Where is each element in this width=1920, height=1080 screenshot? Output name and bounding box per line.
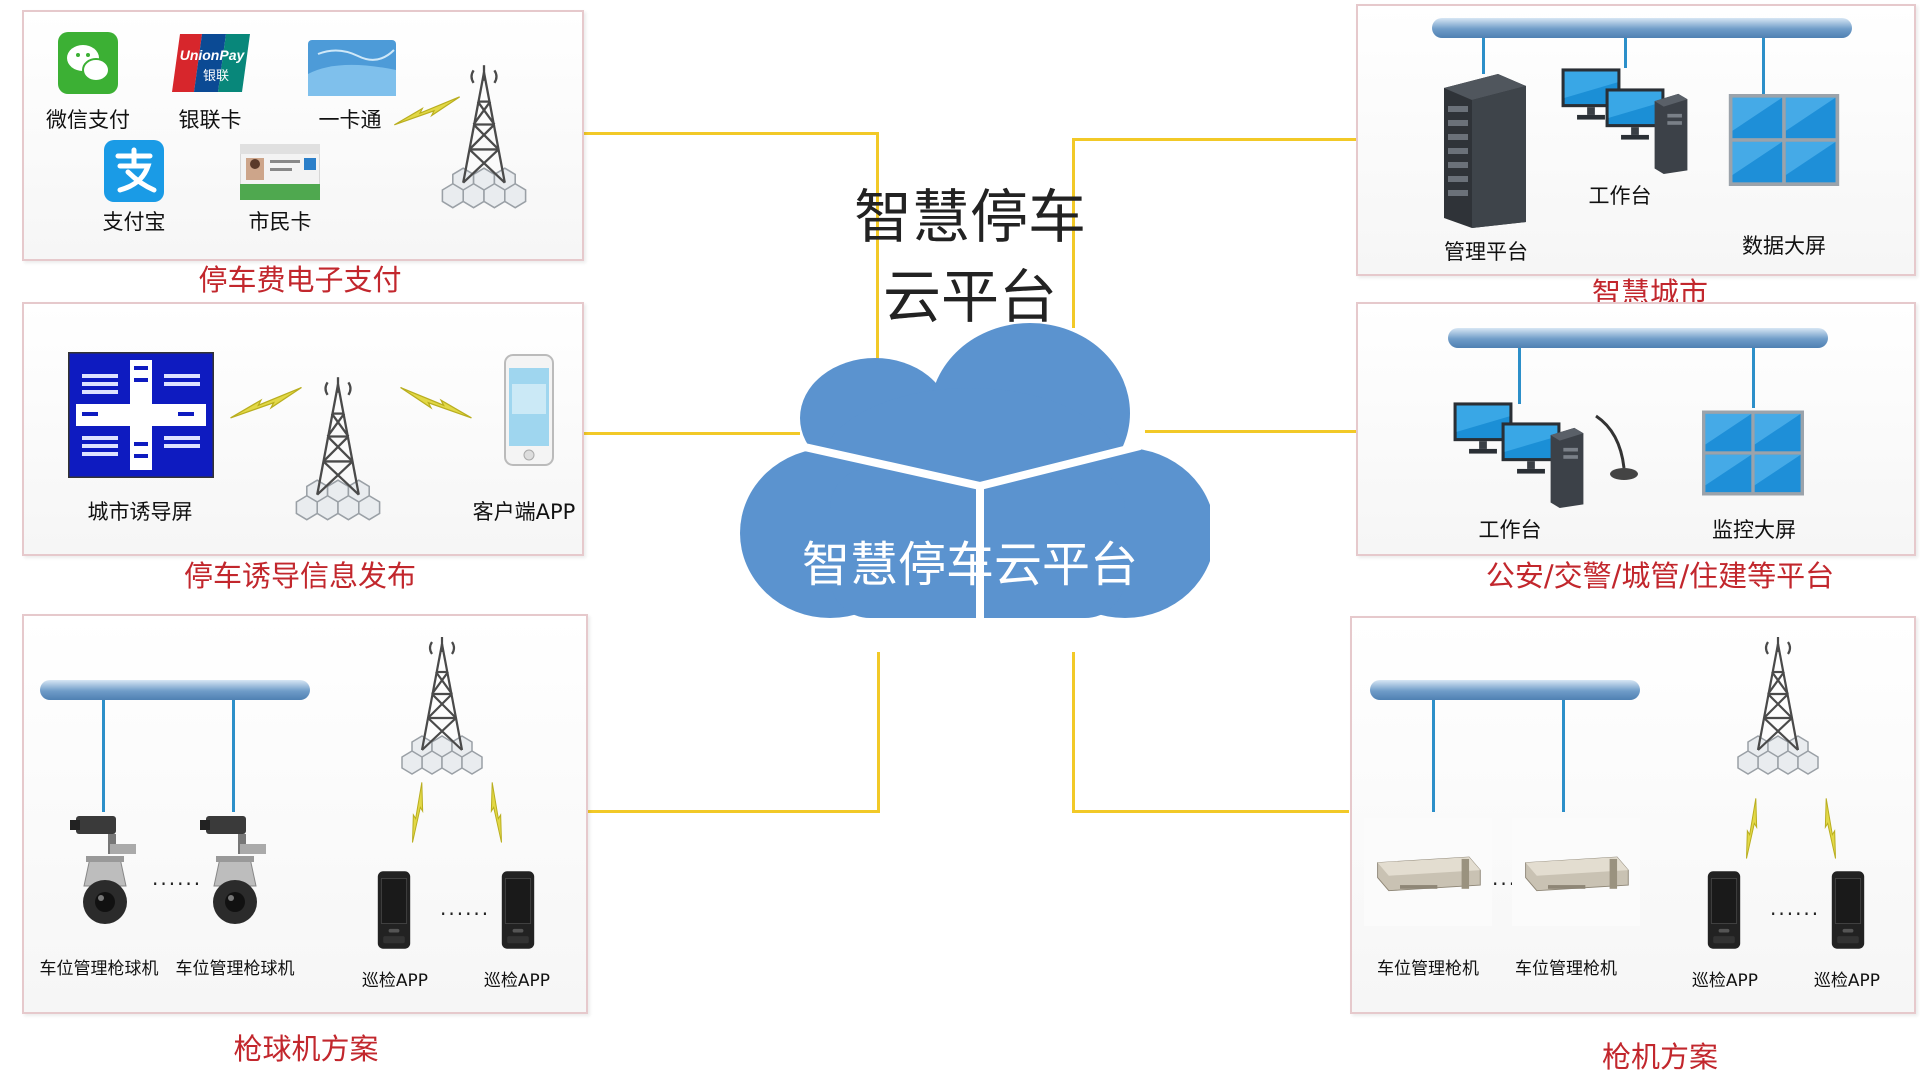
monitoring-big-screen-label: 监控大屏 — [1712, 518, 1796, 542]
transit-card-label: 一卡通 — [318, 108, 382, 132]
center-title-line1: 智慧停车 — [853, 183, 1086, 251]
city-guidance-screen-icon — [68, 352, 214, 478]
smartcity-drop-1 — [1482, 38, 1485, 74]
unionpay-cn-text: 银联 — [203, 69, 229, 84]
police-platform-title: 公安/交警/城管/住建等平台 — [1485, 559, 1835, 593]
connector-payment-h — [582, 132, 878, 135]
dome-camera-2-label: 车位管理枪球机 — [175, 959, 295, 979]
server-rack-icon — [1442, 72, 1528, 228]
guidance-title: 停车诱导信息发布 — [183, 559, 416, 593]
dome-bus-drop-1 — [102, 700, 105, 812]
dome-camera-1-icon — [70, 810, 140, 934]
bullet-camera-2-label: 车位管理枪机 — [1515, 959, 1617, 979]
connector-dome-h — [588, 810, 880, 813]
city-guidance-screen-label: 城市诱导屏 — [87, 500, 193, 524]
connector-smartcity-h — [1072, 138, 1357, 141]
connector-bullet-v — [1072, 652, 1075, 812]
unionpay-label: 银联卡 — [178, 108, 242, 132]
connector-police — [1145, 430, 1357, 433]
connector-bullet-h — [1072, 810, 1349, 813]
bullet-drop-1 — [1432, 700, 1435, 812]
data-big-screen-icon — [1724, 94, 1844, 186]
bullet-drop-2 — [1562, 700, 1565, 812]
police-pc-tower-icon — [1546, 426, 1588, 508]
smartcity-network-bus — [1432, 18, 1852, 38]
cloud-icon — [740, 318, 1210, 648]
connector-payment-v — [876, 132, 879, 362]
bullet-device-1-label: 巡检APP — [1691, 971, 1759, 991]
payment-tower-icon — [432, 60, 536, 216]
police-workstation-label: 工作台 — [1478, 518, 1542, 542]
dome-device-2-label: 巡检APP — [483, 971, 551, 991]
bullet-camera-1-label: 车位管理枪机 — [1377, 959, 1479, 979]
connector-smartcity-v — [1072, 138, 1075, 328]
smartcity-drop-3 — [1762, 38, 1765, 94]
dome-camera-ellipsis: ...... — [152, 866, 203, 890]
center-title-line2: 云平台 — [882, 263, 1057, 331]
dome-camera-1-label: 车位管理枪球机 — [39, 959, 159, 979]
unionpay-icon: UnionPay 银联 — [172, 34, 250, 92]
wechat-pay-label: 微信支付 — [46, 108, 130, 132]
smartcity-drop-2 — [1624, 38, 1627, 68]
bullet-device-ellipsis: ...... — [1770, 896, 1821, 920]
alipay-label: 支付宝 — [102, 210, 166, 234]
bullet-network-bus — [1370, 680, 1640, 700]
monitoring-big-screen-icon — [1702, 410, 1804, 496]
dome-device-1-label: 巡检APP — [361, 971, 429, 991]
dome-bus-drop-2 — [232, 700, 235, 812]
management-platform-label: 管理平台 — [1444, 240, 1528, 264]
transit-card-icon — [308, 40, 396, 96]
bullet-device-1-icon — [1706, 868, 1742, 952]
citizen-card-label: 市民卡 — [248, 210, 312, 234]
smartcity-pc-tower-icon — [1650, 92, 1692, 174]
alipay-icon — [104, 140, 164, 202]
dome-camera-2-icon — [200, 810, 270, 934]
client-app-phone-icon — [504, 354, 554, 466]
dome-device-2-icon — [500, 868, 536, 952]
dome-network-bus — [40, 680, 310, 700]
data-big-screen-label: 数据大屏 — [1742, 234, 1826, 258]
connector-dome-v — [877, 652, 880, 812]
payment-title: 停车费电子支付 — [198, 263, 402, 297]
bullet-tower-icon — [1728, 632, 1828, 782]
cloud-label: 智慧停车云平台 — [801, 537, 1138, 593]
bullet-device-2-label: 巡检APP — [1813, 971, 1881, 991]
microphone-icon — [1590, 412, 1640, 482]
police-drop-2 — [1752, 348, 1755, 408]
connector-guidance — [582, 432, 800, 435]
unionpay-text: UnionPay — [180, 47, 246, 63]
dome-device-1-icon — [376, 868, 412, 952]
bullet-camera-1-icon — [1372, 844, 1484, 900]
police-drop-1 — [1518, 348, 1521, 404]
bullet-camera-2-icon — [1520, 844, 1632, 900]
guidance-tower-icon — [286, 372, 390, 528]
citizen-card-icon — [240, 144, 320, 200]
dome-tower-icon — [392, 632, 492, 782]
bullet-camera-title: 枪机方案 — [1601, 1040, 1718, 1074]
dome-camera-title: 枪球机方案 — [233, 1032, 379, 1066]
guidance-right-bolt-icon — [398, 384, 474, 424]
dome-device-ellipsis: ...... — [440, 896, 491, 920]
wechat-pay-icon — [58, 32, 118, 94]
smartcity-workstation-label: 工作台 — [1588, 184, 1652, 208]
client-app-label: 客户端APP — [472, 500, 576, 524]
bullet-device-2-icon — [1830, 868, 1866, 952]
police-network-bus — [1448, 328, 1828, 348]
